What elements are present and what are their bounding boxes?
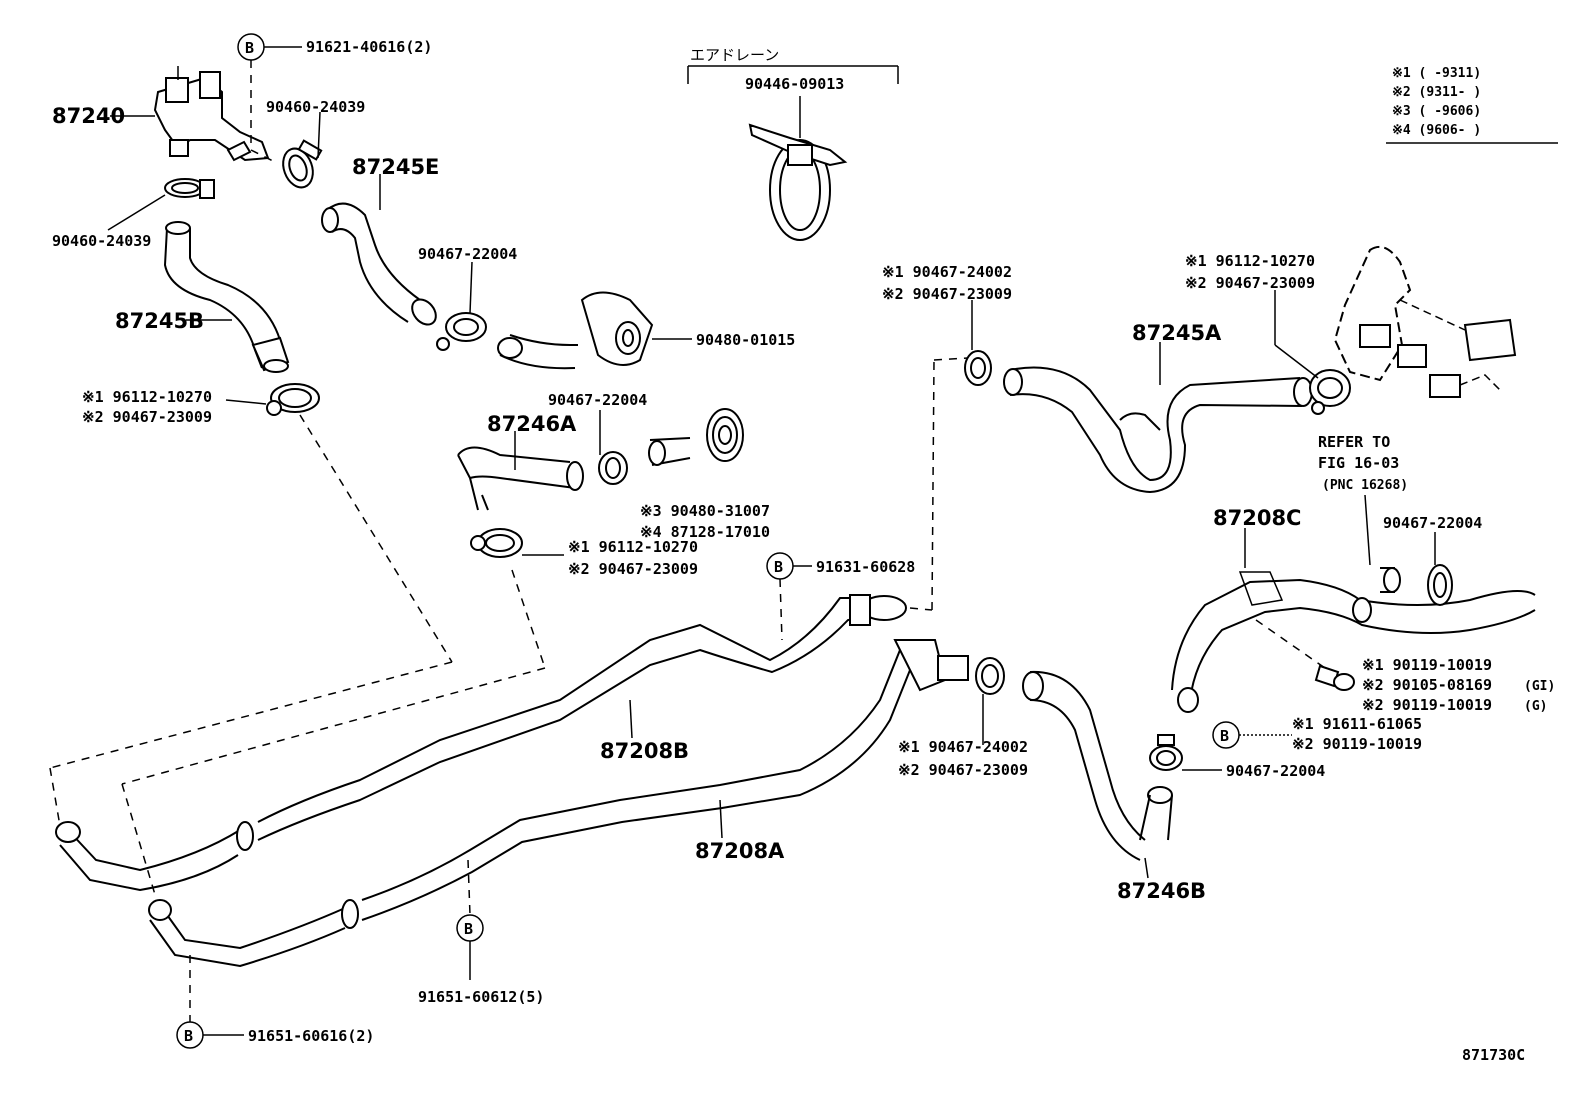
label-v2-90119: ※2 90119-10019 [1362,696,1492,714]
heater-hose-87245e[interactable] [321,202,441,330]
label-90467-22004-c: 90467-22004 [1226,762,1325,780]
svg-text:FIG 16-03: FIG 16-03 [1318,454,1399,472]
label-90467-22004-d: 90467-22004 [1383,514,1482,532]
label-v1-96112-b: ※1 96112-10270 [568,538,698,556]
label-90446-09013: 90446-09013 [745,75,844,93]
label-91631: 91631-60628 [816,558,915,576]
b-marker[interactable]: B [237,33,265,61]
svg-text:B: B [774,558,783,576]
pipe-joint[interactable] [648,437,691,466]
heater-hose-87246b[interactable] [1022,670,1173,861]
svg-text:REFER TO: REFER TO [1318,433,1390,451]
label-90460-left: 90460-24039 [52,232,151,250]
water-valve-87240[interactable] [153,66,270,162]
label-v2-90119-b: ※2 90119-10019 [1292,735,1422,753]
label-91651-2: 91651-60616(2) [248,1027,374,1045]
label-v3-90480: ※3 90480-31007 [640,502,770,520]
label-87208c: 87208C [1213,506,1301,530]
grommet-90480-01015[interactable] [580,291,654,366]
water-outlet-housing[interactable] [1333,246,1517,398]
heater-hose-87246a[interactable] [457,446,584,511]
water-pipe-87208b[interactable] [55,594,907,892]
label-87245b: 87245B [115,309,204,333]
label-v2-90105-suffix: (GI) [1524,679,1555,694]
label-v1-91611: ※1 91611-61065 [1292,715,1422,733]
hose-clamp-mid[interactable] [975,657,1005,695]
b-marker-91651-5[interactable]: B [456,914,484,942]
air-drain-hose-90446[interactable] [748,123,848,241]
bolt-90119[interactable] [1314,664,1355,691]
label-87208b: 87208B [600,739,689,763]
svg-text:※4 (9606- ): ※4 (9606- ) [1392,123,1481,138]
hose-clamp-right-87245a[interactable] [1309,369,1351,415]
label-v2-90467-23009-e: ※2 90467-23009 [898,761,1028,779]
grommet-90480-31007[interactable] [706,408,744,462]
label-90460-top: 90460-24039 [266,98,365,116]
hose-clamp-90467-22004-a[interactable] [436,312,487,351]
heater-hose-87245a[interactable] [1003,366,1313,494]
air-drain-title: エアドレーン [690,46,779,64]
water-pipe-87208a[interactable] [148,639,969,968]
label-v2-90467-b: ※2 90467-23009 [568,560,698,578]
label-90480-01015: 90480-01015 [696,331,795,349]
hose-clamp-90467-22004-d[interactable] [1427,564,1453,606]
svg-text:B: B [184,1027,193,1045]
hose-clamp-90467-22004-b[interactable] [598,451,628,485]
label-v4-87128: ※4 87128-17010 [640,523,770,541]
label-87246a: 87246A [487,412,577,436]
label-90467-22004-a: 90467-22004 [418,245,517,263]
hose-clamp-90460[interactable] [278,139,323,192]
svg-text:B: B [1220,727,1229,745]
hose-clamp-under-87245b[interactable] [266,383,320,416]
label-v1-96112-a: ※1 96112-10270 [82,388,212,406]
hose-clamp-left-87245a[interactable] [964,350,992,386]
svg-text:(PNC 16268): (PNC 16268) [1322,478,1408,493]
b-marker-91611[interactable]: B [1212,721,1240,749]
label-v1-90119-a: ※1 90119-10019 [1362,656,1492,674]
label-87245a: 87245A [1132,321,1222,345]
label-v2-90119-suffix: (G) [1524,699,1547,714]
label-87240: 87240 [52,104,125,128]
b-marker-91651-2[interactable]: B [176,1021,204,1049]
pipe-elbow[interactable] [497,334,578,370]
hose-clamp-90460-left[interactable] [164,178,215,199]
label-v2-90105: ※2 90105-08169 [1362,676,1492,694]
b-marker-91631[interactable]: B [766,552,794,580]
label-90467-22004-b: 90467-22004 [548,391,647,409]
label-91651-5: 91651-60612(5) [418,988,544,1006]
hose-clamp-under-87246a[interactable] [470,528,523,558]
label-v2-90467-23009-d: ※2 90467-23009 [882,285,1012,303]
label-v2-90467-a: ※2 90467-23009 [82,408,212,426]
water-pipe-87208c[interactable] [1171,571,1536,713]
svg-text:B: B [464,920,473,938]
label-87246b: 87246B [1117,879,1206,903]
svg-text:※1 ( -9311): ※1 ( -9311) [1392,66,1481,81]
heater-hose-87245b[interactable] [163,221,290,373]
pipe-stub[interactable] [1380,567,1401,593]
svg-text:※2 (9311- ): ※2 (9311- ) [1392,85,1481,100]
label-87208a: 87208A [695,839,785,863]
svg-text:※3 ( -9606): ※3 ( -9606) [1392,104,1481,119]
label-87245e: 87245E [352,155,439,179]
label-v1-90467-24002-a: ※1 90467-24002 [882,263,1012,281]
figure-id: 871730C [1462,1046,1525,1064]
legend: ※1 ( -9311) ※2 (9311- ) ※3 ( -9606) ※4 (… [1386,66,1558,144]
label-v1-96112-c: ※1 96112-10270 [1185,252,1315,270]
label-91621: 91621-40616(2) [306,38,432,56]
label-v2-90467-c: ※2 90467-23009 [1185,274,1315,292]
svg-text:B: B [245,39,254,57]
refer-note: REFER TO FIG 16-03 (PNC 16268) [1318,433,1408,493]
label-v1-90467-24002-b: ※1 90467-24002 [898,738,1028,756]
hose-clamp-90467-22004-c[interactable] [1149,734,1183,771]
